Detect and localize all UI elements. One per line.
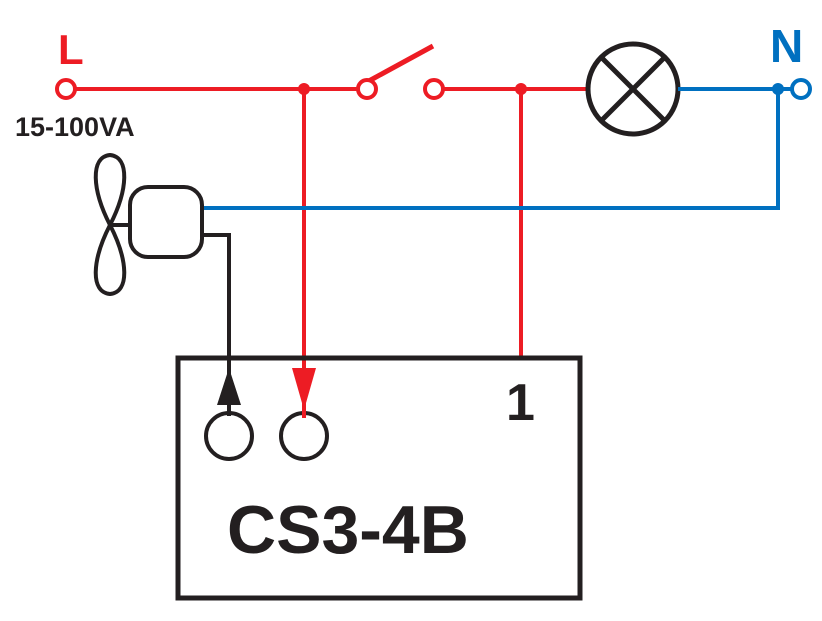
live-label: L <box>58 26 84 73</box>
switch-pivot-terminal <box>356 78 378 100</box>
fan-motor-body <box>128 185 204 259</box>
terminal-number-label: 1 <box>506 374 535 432</box>
fan-blade-top <box>93 152 127 230</box>
switch-contact-terminal <box>423 78 445 100</box>
live-junction-dot <box>298 83 310 95</box>
fan-output-wire <box>202 233 231 385</box>
load-rating-label: 15-100VA <box>15 112 135 142</box>
switched-junction-dot <box>515 83 527 95</box>
cs3-4b-module <box>175 355 583 601</box>
fan-icon <box>93 152 204 297</box>
neutral-wiring <box>202 87 792 210</box>
module-output-terminal <box>204 411 254 461</box>
neutral-terminal <box>790 78 812 100</box>
switch-lever <box>365 43 435 85</box>
device-name-label: CS3-4B <box>227 492 469 568</box>
lamp-icon <box>585 41 681 137</box>
output-arrow-icon <box>217 368 241 405</box>
input-arrow-icon <box>292 368 316 410</box>
fan-blade-bottom <box>93 220 127 297</box>
neutral-fan-wire <box>202 89 780 210</box>
live-terminal <box>55 78 77 100</box>
neutral-label: N <box>770 20 803 72</box>
neutral-junction-dot <box>772 83 784 95</box>
module-input-terminal <box>279 411 329 461</box>
